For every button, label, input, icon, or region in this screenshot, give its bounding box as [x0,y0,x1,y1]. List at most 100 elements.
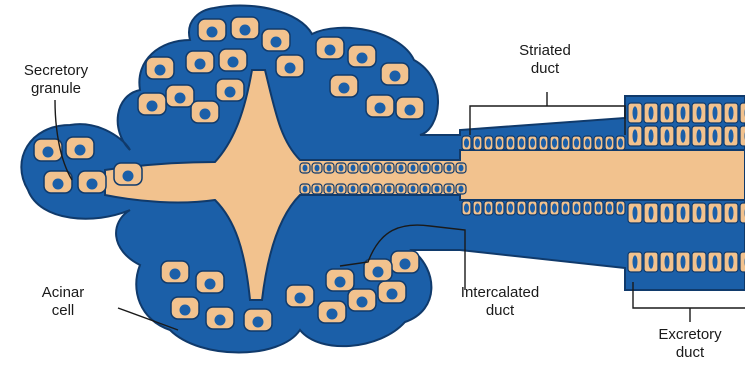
excretory-cell-nucleus [729,129,734,142]
intercalated-cell-nucleus [303,165,308,172]
acinar-cell [114,163,142,185]
intercalated-cell-nucleus [435,165,440,172]
striated-cell-nucleus [508,203,513,212]
intercalated-cell-nucleus [423,186,428,193]
excretory-cell-nucleus [729,255,734,268]
excretory-cell-nucleus [633,129,638,142]
excretory-cell-nucleus [649,255,654,268]
striated-cell-nucleus [486,138,491,147]
acinar-cell [244,309,272,331]
striated-cell-nucleus [574,203,579,212]
acinar-cell [276,55,304,77]
striated-cell-nucleus [519,138,524,147]
acinar-cell [262,29,290,51]
intercalated-cell-nucleus [459,165,464,172]
striated-cell-nucleus [563,203,568,212]
intercalated-cell-nucleus [399,186,404,193]
striated-cell-nucleus [552,138,557,147]
intercalated-cell-nucleus [303,186,308,193]
striated-cell-nucleus [475,203,480,212]
striated-cell-nucleus [519,203,524,212]
acinar-cell [34,139,62,161]
excretory-cell-nucleus [633,106,638,119]
striated-cell-nucleus [574,138,579,147]
excretory-cell [740,203,745,223]
intercalated-duct-label: Intercalated duct [440,284,560,320]
acinar-cell [78,171,106,193]
excretory-cell-nucleus [681,206,686,219]
intercalated-cell-nucleus [459,186,464,193]
striated-cell-nucleus [607,203,612,212]
striated-cell-nucleus [464,138,469,147]
acinar-cell [348,45,376,67]
excretory-cell-nucleus [665,106,670,119]
striated-cell-nucleus [508,138,513,147]
excretory-cell [740,252,745,272]
striated-cell-nucleus [596,138,601,147]
intercalated-cell-nucleus [339,186,344,193]
excretory-cell [740,103,745,123]
acinar-cell [206,307,234,329]
excretory-cell-nucleus [729,206,734,219]
acinar-cell [198,19,226,41]
intercalated-cell-nucleus [339,165,344,172]
striated-cell-nucleus [497,203,502,212]
intercalated-cell-nucleus [351,186,356,193]
excretory-cell-nucleus [713,255,718,268]
striated-cell-nucleus [618,138,623,147]
striated-cell-nucleus [552,203,557,212]
intercalated-cell-nucleus [447,186,452,193]
intercalated-cell-nucleus [315,165,320,172]
excretory-cell-nucleus [681,255,686,268]
intercalated-cell-nucleus [375,165,380,172]
excretory-cell [740,126,745,146]
intercalated-cell-nucleus [447,165,452,172]
acinar-cell [146,57,174,79]
excretory-cell-nucleus [681,106,686,119]
intercalated-cell-nucleus [423,165,428,172]
acinar-cell [231,17,259,39]
excretory-cell-nucleus [713,206,718,219]
acinar-cell [166,85,194,107]
excretory-cell-nucleus [697,206,702,219]
striated-cell-nucleus [530,138,535,147]
acinar-cell [286,285,314,307]
intercalated-cell-nucleus [411,186,416,193]
intercalated-cell-nucleus [363,165,368,172]
excretory-cell-nucleus [665,129,670,142]
striated-cell-nucleus [530,203,535,212]
striated-cell-nucleus [607,138,612,147]
acinar-cell [381,63,409,85]
acinar-cell [191,101,219,123]
excretory-cell-nucleus [665,255,670,268]
excretory-cell-nucleus [681,129,686,142]
acinar-cell [326,269,354,291]
excretory-cell-nucleus [729,106,734,119]
striated-cell-nucleus [618,203,623,212]
acinar-cell [196,271,224,293]
striated-cell-nucleus [585,203,590,212]
intercalated-cell-nucleus [363,186,368,193]
striated-duct-label: Striated duct [500,42,590,78]
intercalated-cell-nucleus [387,186,392,193]
excretory-cell-nucleus [697,106,702,119]
excretory-cell-nucleus [633,206,638,219]
acinar-cell [66,137,94,159]
striated-cell-nucleus [475,138,480,147]
excretory-cell-nucleus [713,106,718,119]
acinar-cell [396,97,424,119]
excretory-duct-label: Excretory duct [640,326,740,362]
excretory-cell-nucleus [665,206,670,219]
secretory-granule-label: Secretory granule [6,62,106,98]
excretory-cell-nucleus [649,106,654,119]
acinar-cell [391,251,419,273]
striated-cell-nucleus [541,203,546,212]
intercalated-cell-nucleus [411,165,416,172]
excretory-cell-nucleus [633,255,638,268]
intercalated-cell-nucleus [435,186,440,193]
striated-cell-nucleus [486,203,491,212]
acinar-cell [318,301,346,323]
striated-cell-nucleus [497,138,502,147]
